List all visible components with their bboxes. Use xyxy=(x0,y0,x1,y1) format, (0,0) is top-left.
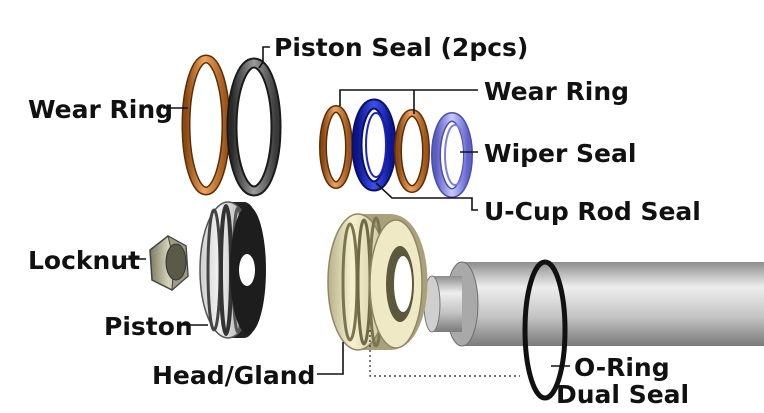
wear-ring-left-label: Wear Ring xyxy=(28,95,173,124)
head-gland-label: Head/Gland xyxy=(152,361,315,390)
head-gland xyxy=(327,213,428,351)
wear-ring-right-label: Wear Ring xyxy=(484,77,629,106)
wiper-seal xyxy=(431,112,473,198)
locknut-label: Locknut xyxy=(28,246,140,275)
wear-ring-left xyxy=(181,54,231,196)
wiper-seal-label: Wiper Seal xyxy=(484,139,636,168)
o-ring-label: O-Ring xyxy=(574,353,670,382)
piston xyxy=(199,201,266,339)
dual-seal-label: Dual Seal xyxy=(556,380,689,409)
piston-label: Piston xyxy=(104,312,193,341)
wear-ring-right-1 xyxy=(319,105,353,189)
locknut xyxy=(149,235,189,292)
u-cup-rod-seal-label: U-Cup Rod Seal xyxy=(484,197,701,226)
piston-seal xyxy=(226,57,282,197)
piston-rod xyxy=(423,261,764,347)
o-ring xyxy=(522,259,568,401)
piston-seal-label: Piston Seal (2pcs) xyxy=(274,33,528,62)
leader-lines xyxy=(126,46,570,375)
wear-ring-right-2 xyxy=(394,109,430,193)
dual-seal-leader xyxy=(369,330,520,377)
u-cup-rod-seal xyxy=(351,98,397,192)
